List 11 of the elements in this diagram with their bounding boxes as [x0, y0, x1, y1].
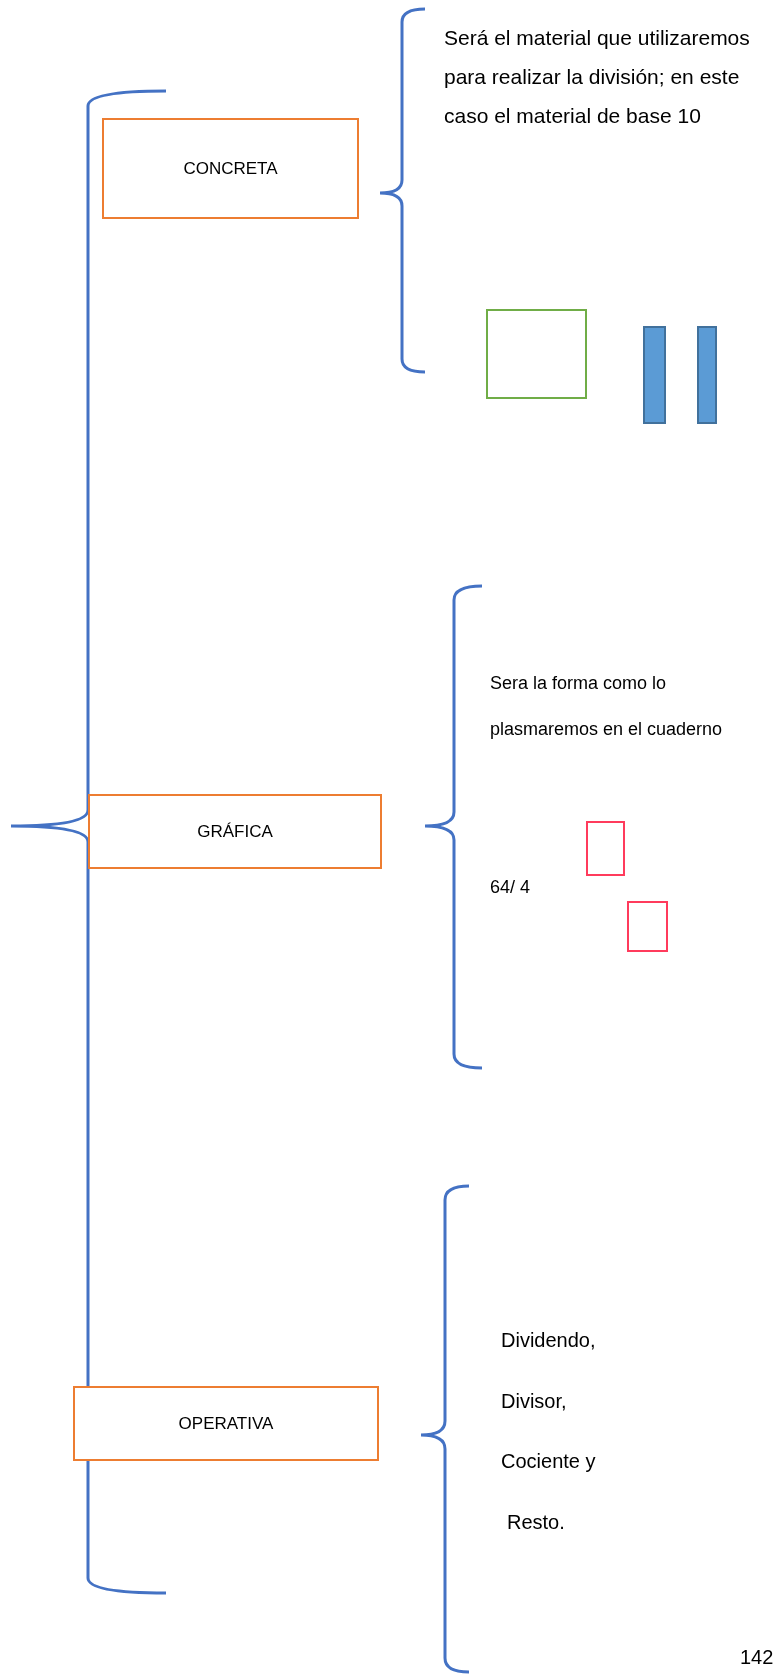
page-number: 142 — [740, 1645, 773, 1670]
division-expression: 64/ 4 — [490, 876, 531, 899]
term-text: Divisor, — [501, 1389, 567, 1414]
term-text: Resto. — [507, 1510, 565, 1535]
description-text: Sera la forma como lo plasmaremos en el cuaderno — [490, 672, 724, 741]
category-box: CONCRETA — [102, 118, 359, 219]
category-box: GRÁFICA — [88, 794, 382, 869]
term-text: Dividendo, — [501, 1328, 596, 1353]
category-box: OPERATIVA — [73, 1386, 379, 1461]
term-text: Cociente y — [501, 1449, 596, 1474]
description-text: Será el material que utilizaremos para realizar la división; en este caso el material de base 10 — [444, 25, 751, 129]
